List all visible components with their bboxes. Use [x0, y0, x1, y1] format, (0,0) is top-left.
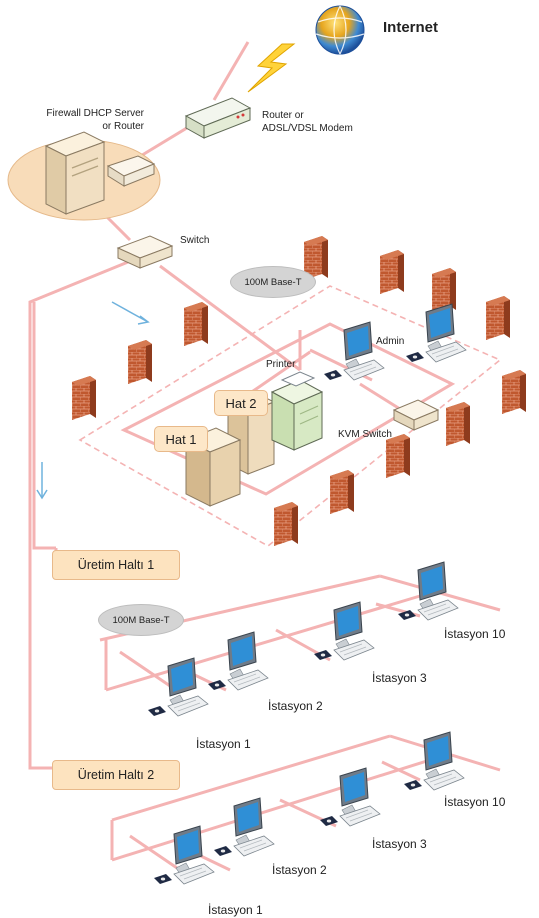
- backbone-cable: [28, 260, 129, 770]
- flow-arrow-icon: [111, 301, 149, 323]
- production-line-2-label: Üretim Haltı 2: [52, 760, 180, 790]
- hat2-label: Hat 2: [214, 390, 268, 416]
- line2-station-3-label: İstasyon 3: [372, 837, 427, 851]
- router-to-internet-cable: [212, 41, 250, 101]
- firewall-server-icon: [44, 131, 106, 215]
- production-line-1-label: Üretim Haltı 1: [52, 550, 180, 580]
- hat1-label: Hat 1: [154, 426, 208, 452]
- router-modem-icon: [184, 97, 252, 139]
- line1-station-2-label: İstasyon 2: [268, 699, 323, 713]
- internet-label: Internet: [383, 19, 439, 36]
- admin-label: Admin: [376, 336, 405, 347]
- kvm-switch-icon: [392, 399, 440, 431]
- kvm-switch-label: KVM Switch: [338, 429, 392, 440]
- line2-station-1-label: İstasyon 1: [208, 903, 263, 917]
- line1-station-3-label: İstasyon 3: [372, 671, 427, 685]
- switch-label: Switch: [180, 235, 210, 246]
- base-t-cloud-mid: 100M Base-T: [98, 604, 184, 636]
- printer-icon: [270, 371, 324, 451]
- dhcp-router-icon: [106, 155, 156, 187]
- line1-drop-cable: [32, 302, 56, 550]
- router-label: Router or ADSL/VDSL Modem: [262, 110, 353, 134]
- secure-zone-border: [78, 285, 502, 547]
- line1-station-1-label: İstasyon 1: [196, 737, 251, 751]
- switch-icon: [116, 235, 174, 269]
- line2-workstations: [153, 731, 465, 885]
- internet-globe-icon: [315, 5, 365, 55]
- line2-station-10-label: İstasyon 10: [444, 795, 506, 809]
- lightning-icon: [247, 43, 296, 93]
- printer-label: Printer: [266, 359, 296, 370]
- line1-station-10-label: İstasyon 10: [444, 627, 506, 641]
- firewall-label: Firewall DHCP Server or Router: [46, 108, 144, 132]
- base-t-cloud-top: 100M Base-T: [230, 266, 316, 298]
- line2-station-2-label: İstasyon 2: [272, 863, 327, 877]
